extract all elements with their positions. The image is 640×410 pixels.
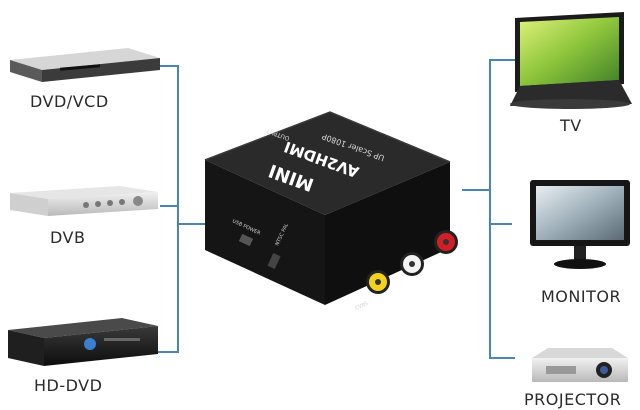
set-top-box-icon [10, 186, 158, 216]
converter-input-label: CVBS [354, 301, 369, 312]
label-hd-dvd: HD-DVD [34, 376, 103, 395]
label-tv: TV [560, 116, 582, 135]
tv-icon [510, 12, 632, 109]
projector-icon [532, 348, 628, 382]
right-bracket [462, 59, 515, 359]
rca-jack-white [400, 252, 424, 276]
monitor-icon [530, 180, 630, 269]
left-bracket [158, 65, 205, 353]
label-monitor: MONITOR [541, 287, 622, 306]
rca-jack-red [434, 230, 458, 254]
rca-jack-yellow [366, 270, 390, 294]
dvd-player-icon [10, 48, 160, 82]
label-dvd-vcd: DVD/VCD [30, 92, 109, 111]
hd-dvd-player-icon [8, 318, 158, 366]
label-projector: PROJECTOR [524, 390, 622, 409]
label-dvb: DVB [50, 228, 86, 247]
av2hdmi-converter: MINI AV2HDMI UP Scaler 1080P OUTPUT USB … [204, 111, 458, 312]
